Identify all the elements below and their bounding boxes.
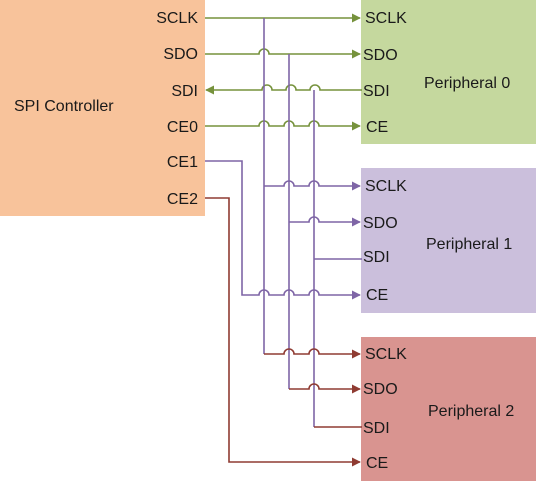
peripheral-1-pin-sdi: SDI <box>363 249 390 266</box>
peripheral-0-pin-ce: CE <box>366 119 388 136</box>
peripheral-2-pin-sdi: SDI <box>363 420 390 437</box>
spi-controller-box <box>0 0 205 216</box>
peripheral-0-pin-sdo: SDO <box>363 47 398 64</box>
peripheral-0-pin-sdi: SDI <box>363 83 390 100</box>
wires-peripheral-1 <box>205 18 362 427</box>
peripheral-1-pin-sclk: SCLK <box>365 178 407 195</box>
peripheral-2-title: Peripheral 2 <box>428 403 514 420</box>
controller-pin-sdo: SDO <box>163 46 198 63</box>
wires-peripheral-0 <box>205 13 362 131</box>
wire-ce2-p2 <box>205 197 361 467</box>
controller-pin-sclk: SCLK <box>156 10 198 27</box>
wire-ce1-p1 <box>205 160 361 300</box>
wire-ce0-p0 <box>205 120 361 131</box>
peripheral-2-box <box>361 337 536 481</box>
wires-peripheral-2 <box>205 197 362 467</box>
peripheral-0-box <box>361 0 536 144</box>
wire-sdi-p0 <box>205 84 362 95</box>
controller-title: SPI Controller <box>14 98 114 115</box>
wire-sclk-p1 <box>264 180 361 191</box>
wire-sdo-p1 <box>289 216 361 227</box>
peripheral-0-pin-sclk: SCLK <box>365 10 407 27</box>
peripheral-2-pin-sdo: SDO <box>363 381 398 398</box>
controller-pin-ce2: CE2 <box>167 191 198 208</box>
controller-pin-sdi: SDI <box>171 83 198 100</box>
wire-sclk-p2 <box>264 348 361 359</box>
controller-pin-ce1: CE1 <box>167 154 198 171</box>
peripheral-1-box <box>361 168 536 313</box>
wire-sdo-p0 <box>205 48 361 59</box>
peripheral-1-pin-ce: CE <box>366 287 388 304</box>
wire-sdo-p2 <box>289 383 361 394</box>
controller-pin-ce0: CE0 <box>167 119 198 136</box>
peripheral-0-title: Peripheral 0 <box>424 75 510 92</box>
peripheral-2-pin-sclk: SCLK <box>365 346 407 363</box>
peripheral-1-pin-sdo: SDO <box>363 215 398 232</box>
peripheral-2-pin-ce: CE <box>366 455 388 472</box>
peripheral-1-title: Peripheral 1 <box>426 236 512 253</box>
